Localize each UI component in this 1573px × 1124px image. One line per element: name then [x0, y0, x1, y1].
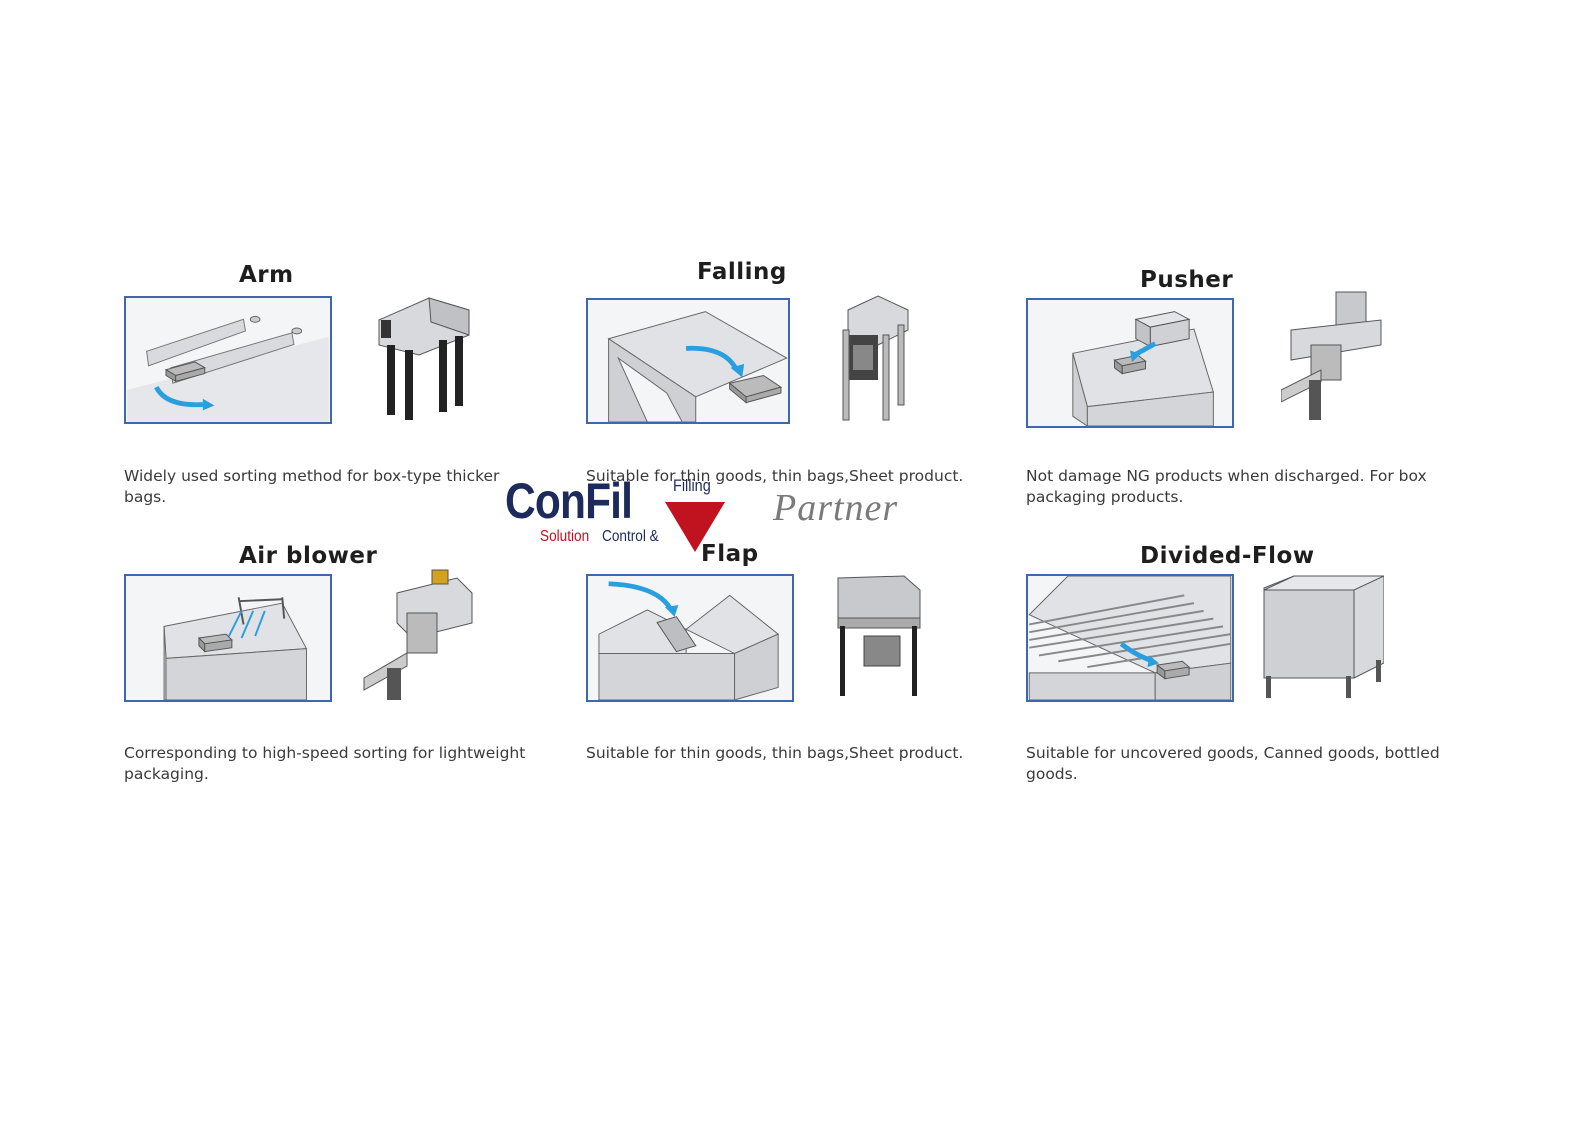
- method-flap: Flap Suitable for thin goods, thin bags,…: [586, 540, 1026, 800]
- divided-flow-diagram: [1026, 574, 1234, 702]
- falling-machine-icon: [828, 290, 918, 430]
- logo-filling: Filling: [673, 476, 711, 495]
- falling-diagram: [586, 298, 790, 424]
- divided-flow-machine-icon: [1254, 568, 1384, 708]
- method-falling: Falling Suitable for thin goods, thin ba…: [586, 259, 1026, 522]
- method-title: Pusher: [1140, 267, 1234, 293]
- method-title: Arm: [239, 262, 294, 288]
- method-title: Flap: [701, 541, 759, 567]
- method-description: Suitable for thin goods, thin bags,Sheet…: [586, 744, 964, 762]
- arm-machine-icon: [369, 290, 479, 430]
- flap-diagram: [586, 574, 794, 702]
- method-description: Not damage NG products when discharged. …: [1026, 467, 1427, 506]
- method-arm: Arm Widely used sorting method for box-t…: [124, 262, 564, 522]
- method-divided-flow: Divided-Flow: [1026, 540, 1466, 800]
- logo-solution: Solution: [540, 528, 590, 545]
- confil-watermark-logo: ConFil Filling Solution Control & Partne…: [505, 472, 925, 562]
- logo-brand: ConFil: [505, 473, 633, 529]
- pusher-machine-icon: [1281, 290, 1391, 430]
- method-description: Suitable for thin goods, thin bags,Sheet…: [586, 467, 964, 485]
- method-description: Corresponding to high-speed sorting for …: [124, 744, 526, 783]
- pusher-diagram: [1026, 298, 1234, 428]
- air-blower-diagram: [124, 574, 332, 702]
- method-title: Divided-Flow: [1140, 543, 1315, 569]
- method-title: Air blower: [239, 543, 378, 569]
- flap-machine-icon: [834, 568, 924, 708]
- method-description: Widely used sorting method for box-type …: [124, 467, 500, 506]
- method-description: Suitable for uncovered goods, Canned goo…: [1026, 744, 1440, 783]
- arm-diagram: [124, 296, 332, 424]
- logo-triangle-icon: [665, 502, 725, 552]
- logo-partner: Partner: [773, 487, 899, 529]
- method-air-blower: Air blower Corresponding to high-speed s…: [124, 540, 564, 800]
- method-title: Falling: [697, 259, 787, 285]
- air-blower-machine-icon: [362, 568, 477, 708]
- logo-control: Control &: [602, 528, 659, 545]
- method-pusher: Pusher Not damage NG products when disch…: [1026, 262, 1466, 522]
